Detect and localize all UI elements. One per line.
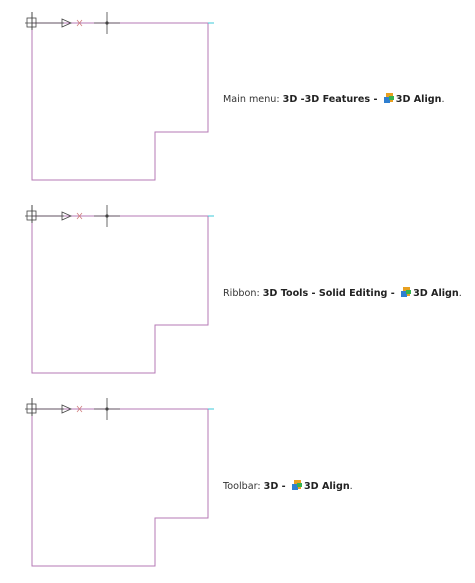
- toolbar-path: 3D -: [263, 481, 289, 492]
- caption-prefix: Main menu:: [223, 94, 283, 105]
- caption-prefix: Ribbon:: [223, 288, 263, 299]
- 3d-align-icon: [383, 93, 394, 103]
- drawing-panel-2: [22, 205, 222, 385]
- command-name: 3D Align: [413, 288, 459, 299]
- command-access-caption: Ribbon: 3D Tools - Solid Editing - 3D Al…: [223, 286, 462, 301]
- ribbon-path: 3D Tools - Solid Editing -: [262, 288, 399, 299]
- command-name: 3D Align: [303, 481, 350, 492]
- menu-path: 3D -3D Features -: [282, 94, 381, 105]
- caption-suffix: .: [458, 288, 462, 299]
- caption-prefix: Toolbar:: [223, 481, 264, 492]
- command-access-caption: Main menu: 3D -3D Features - 3D Align.: [223, 92, 445, 107]
- l-shaped-outline-drawing: [25, 398, 214, 567]
- l-shaped-outline-drawing: [25, 12, 214, 181]
- l-shaped-outline-drawing: [25, 205, 214, 374]
- 3d-align-icon: [291, 480, 302, 490]
- caption-suffix: .: [349, 481, 353, 492]
- drawing-panel-1: [22, 12, 222, 192]
- caption-suffix: .: [441, 94, 445, 105]
- command-access-caption: Toolbar: 3D - 3D Align.: [223, 479, 353, 494]
- drawing-panel-3: [22, 398, 222, 578]
- 3d-align-icon: [401, 287, 412, 297]
- command-name: 3D Align: [395, 94, 442, 105]
